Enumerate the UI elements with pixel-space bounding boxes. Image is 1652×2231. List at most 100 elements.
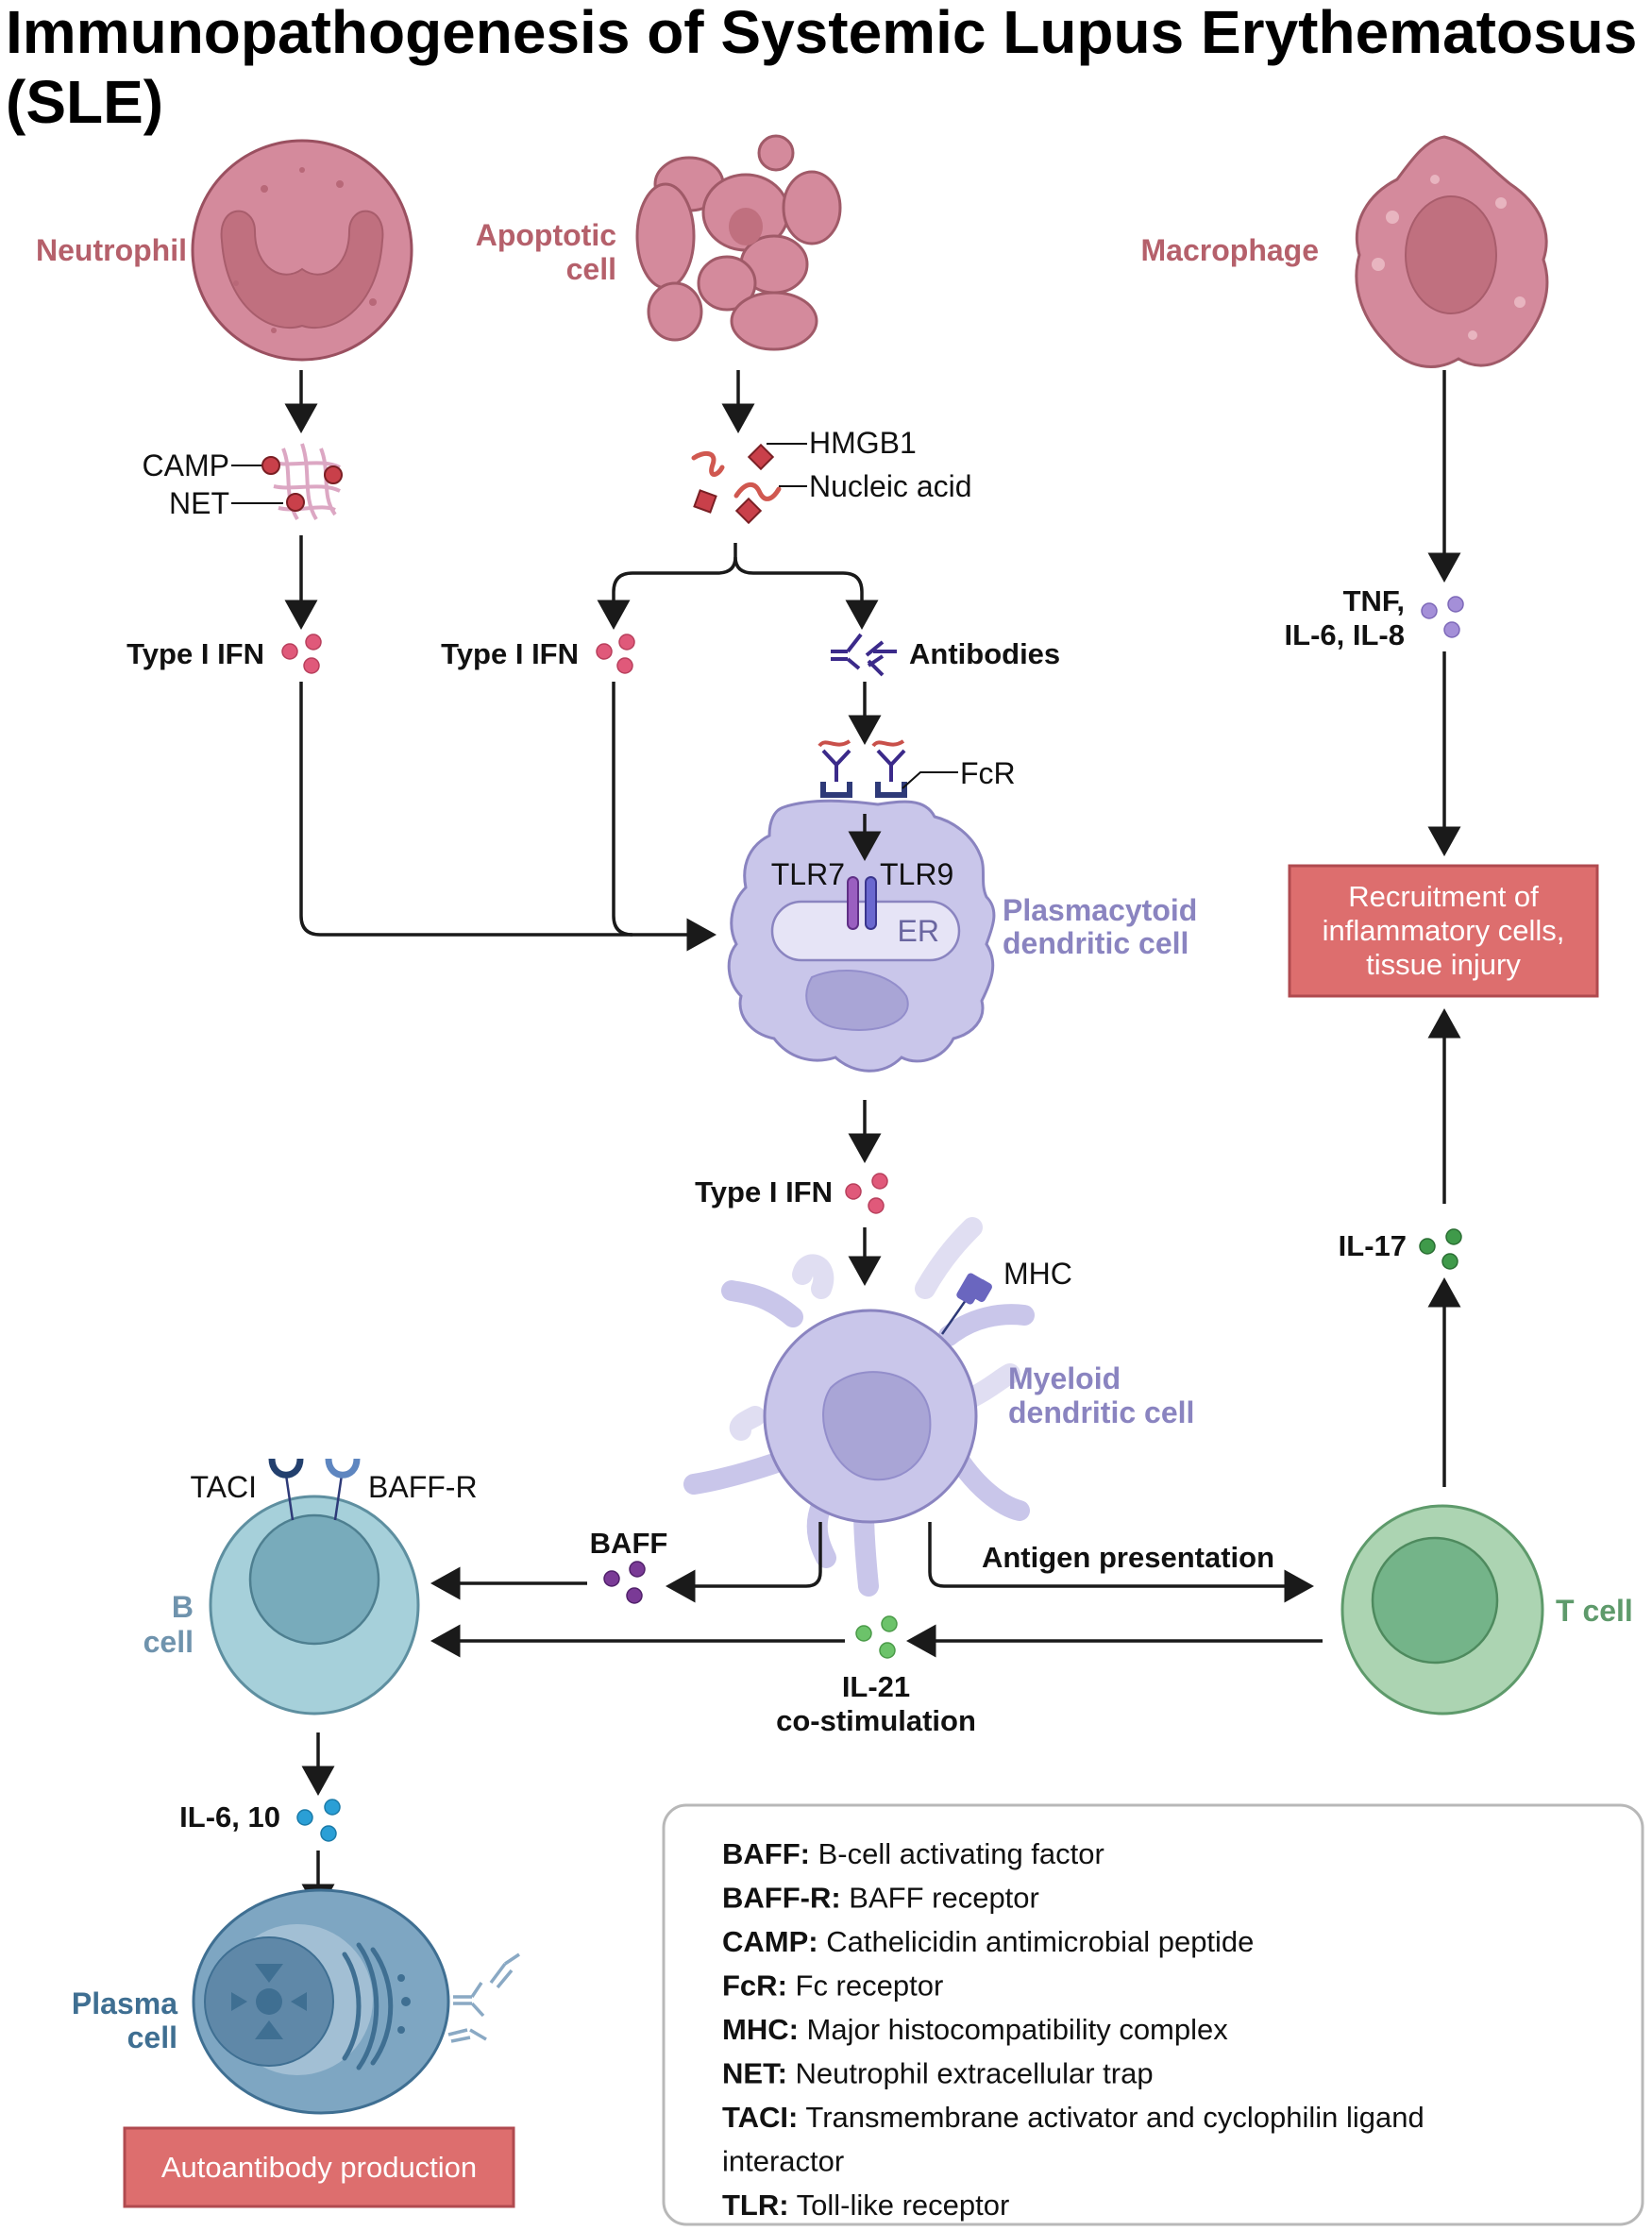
mdc-label-2: dendritic cell [1008,1395,1194,1429]
autoantibody-text: Autoantibody production [161,2151,477,2184]
glossary-entry: interactor [722,2145,844,2178]
glossary-definition: Neutrophil extracellular trap [787,2057,1154,2090]
mhc-label: MHC [1003,1257,1072,1291]
macrophage-label: Macrophage [1141,233,1319,267]
il21-label-2: co-stimulation [776,1704,976,1737]
plasma-cell-label-1: Plasma [72,1986,177,2020]
il6-10-label: IL-6, 10 [179,1800,280,1834]
nucleic-acid-label: Nucleic acid [809,469,972,503]
glossary-abbr: NET: [722,2057,787,2090]
baff-dots-icon [603,1561,646,1604]
arrow-mdc-to-baff [666,1522,822,1603]
er-label: ER [898,914,939,948]
neutrophil-label: Neutrophil [36,233,187,267]
plasma-cell-label-2: cell [127,2020,177,2054]
pdc-label-1: Plasmacytoid [1003,893,1197,927]
antibodies-icon [831,633,897,677]
taci-label: TACI [190,1470,257,1504]
tlr7-label: TLR7 [771,857,845,891]
mdc-label-1: Myeloid [1008,1361,1121,1395]
ifn-label-bottom: Type I IFN [695,1175,833,1208]
glossary-abbr: CAMP: [722,1925,818,1958]
glossary-box [662,1803,1644,2226]
plasma-cell [192,1888,450,2115]
glossary-abbr: BAFF: [722,1837,810,1870]
camp-label: CAMP [143,448,229,482]
camp-dot-icon [286,493,305,512]
camp-dot-icon [324,465,343,484]
apoptotic-label-2: cell [566,252,616,286]
glossary-definition: Transmembrane activator and cyclophilin … [798,2101,1424,2134]
hmgb1-label: HMGB1 [809,426,917,460]
ifn-label-left: Type I IFN [126,637,264,670]
il21-label-1: IL-21 [842,1670,910,1703]
glossary-entry: TLR: Toll-like receptor [722,2189,1009,2222]
arrow-debris-to-ifn [597,543,737,630]
arrow-mdc-to-tcell [928,1522,1314,1603]
ifn-dots-icon [596,634,635,674]
tnf-label-2: IL-6, IL-8 [1285,618,1405,651]
glossary-abbr: TACI: [722,2101,798,2134]
myeloid-dendritic-cell [683,1217,1035,1597]
fcr-leader [902,771,958,789]
recruitment-text-1: Recruitment of [1348,880,1539,913]
glossary-abbr: TLR: [722,2189,789,2222]
camp-dot-icon [261,456,280,475]
glossary-abbr: FcR: [722,1969,787,2003]
plasmacytoid-dendritic-cell [727,799,996,1073]
glossary-definition: interactor [722,2145,844,2178]
nucleic-acid-icon [691,450,782,501]
title-line-2: (SLE) [6,68,163,136]
tnf-label-1: TNF, [1343,584,1405,617]
t-cell-label: T cell [1556,1594,1633,1628]
glossary-entry: BAFF-R: BAFF receptor [722,1882,1039,1915]
b-cell [209,1495,420,1716]
secreted-antibodies-icon [447,1952,520,2043]
fcr-label: FcR [960,756,1016,790]
recruitment-text-2: inflammatory cells, [1323,914,1565,947]
il17-label: IL-17 [1339,1229,1407,1262]
apoptotic-cell [635,134,842,351]
pdc-label-2: dendritic cell [1003,926,1188,960]
taci-receptor-icon [268,1458,304,1521]
recruitment-text-3: tissue injury [1366,948,1521,981]
glossary-entry: CAMP: Cathelicidin antimicrobial peptide [722,1925,1254,1958]
glossary-entry: MHC: Major histocompatibility complex [722,2013,1228,2046]
glossary-definition: BAFF receptor [841,1882,1039,1915]
macrophage-cell [1355,135,1549,368]
arrow-ifn-to-pdc-left [299,682,716,952]
glossary-definition: Major histocompatibility complex [799,2013,1228,2046]
antibodies-label: Antibodies [909,637,1060,670]
b-cell-label-1: B [172,1590,194,1624]
ifn-dots-icon [845,1173,888,1214]
recruitment-box [1288,864,1599,998]
tlr9-label: TLR9 [880,857,953,891]
glossary-entry: BAFF: B-cell activating factor [722,1837,1104,1870]
glossary-abbr: MHC: [722,2013,799,2046]
ifn-dots-icon [281,634,322,674]
mhc-icon [940,1273,992,1335]
baff-label: BAFF [590,1527,668,1560]
il21-dots-icon [855,1615,898,1659]
glossary-definition: B-cell activating factor [810,1837,1104,1870]
glossary-definition: Fc receptor [787,1969,943,2003]
b-cell-label-2: cell [143,1625,194,1659]
apoptotic-label-1: Apoptotic [476,218,616,252]
baff-r-receptor-icon [325,1458,361,1521]
glossary-abbr: BAFF-R: [722,1882,841,1915]
ifn-label-middle: Type I IFN [441,637,579,670]
neutrophil-cell [191,139,413,362]
net-icon [273,443,341,521]
t-cell [1340,1504,1544,1716]
hmgb1-icon [693,443,775,525]
title-line-1: Immunopathogenesis of Systemic Lupus Ery… [6,0,1637,66]
il6-10-dots-icon [296,1799,341,1842]
fcr-receptor-icon [818,739,907,798]
antigen-presentation-label: Antigen presentation [982,1541,1274,1574]
arrow-debris-to-antibodies [733,556,879,630]
glossary-entry: NET: Neutrophil extracellular trap [722,2057,1154,2090]
glossary-entry: TACI: Transmembrane activator and cyclop… [722,2101,1424,2134]
net-label: NET [169,486,229,520]
glossary-entry: FcR: Fc receptor [722,1969,943,2003]
